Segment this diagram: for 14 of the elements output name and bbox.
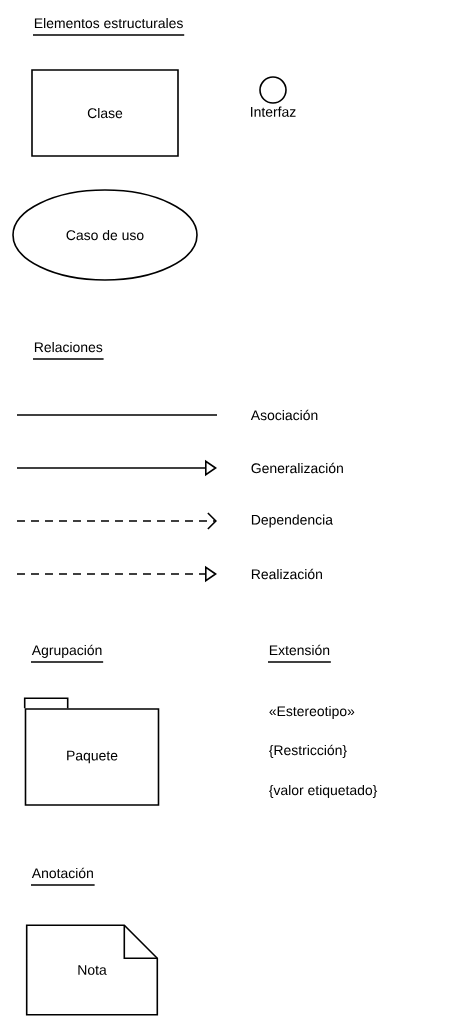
legend-label: Asociación [250, 409, 318, 421]
legend-label: Generalización [251, 462, 343, 474]
section-heading: Agrupación [30, 644, 104, 663]
section-heading: Relaciones [32, 341, 105, 360]
section-heading: Elementos estructurales [32, 17, 185, 36]
legend-label: Realización [251, 568, 322, 580]
class-box: Clase [31, 69, 179, 157]
extension-text: {Restricción} [269, 744, 347, 758]
section-heading: Anotación [30, 867, 96, 886]
extension-text: {valor etiquetado} [269, 784, 378, 798]
section-heading: Extensión [267, 644, 332, 663]
legend-label: Dependencia [251, 514, 333, 528]
package-folder: Paquete [23, 697, 160, 806]
extension-text: «Estereotipo» [269, 705, 355, 719]
